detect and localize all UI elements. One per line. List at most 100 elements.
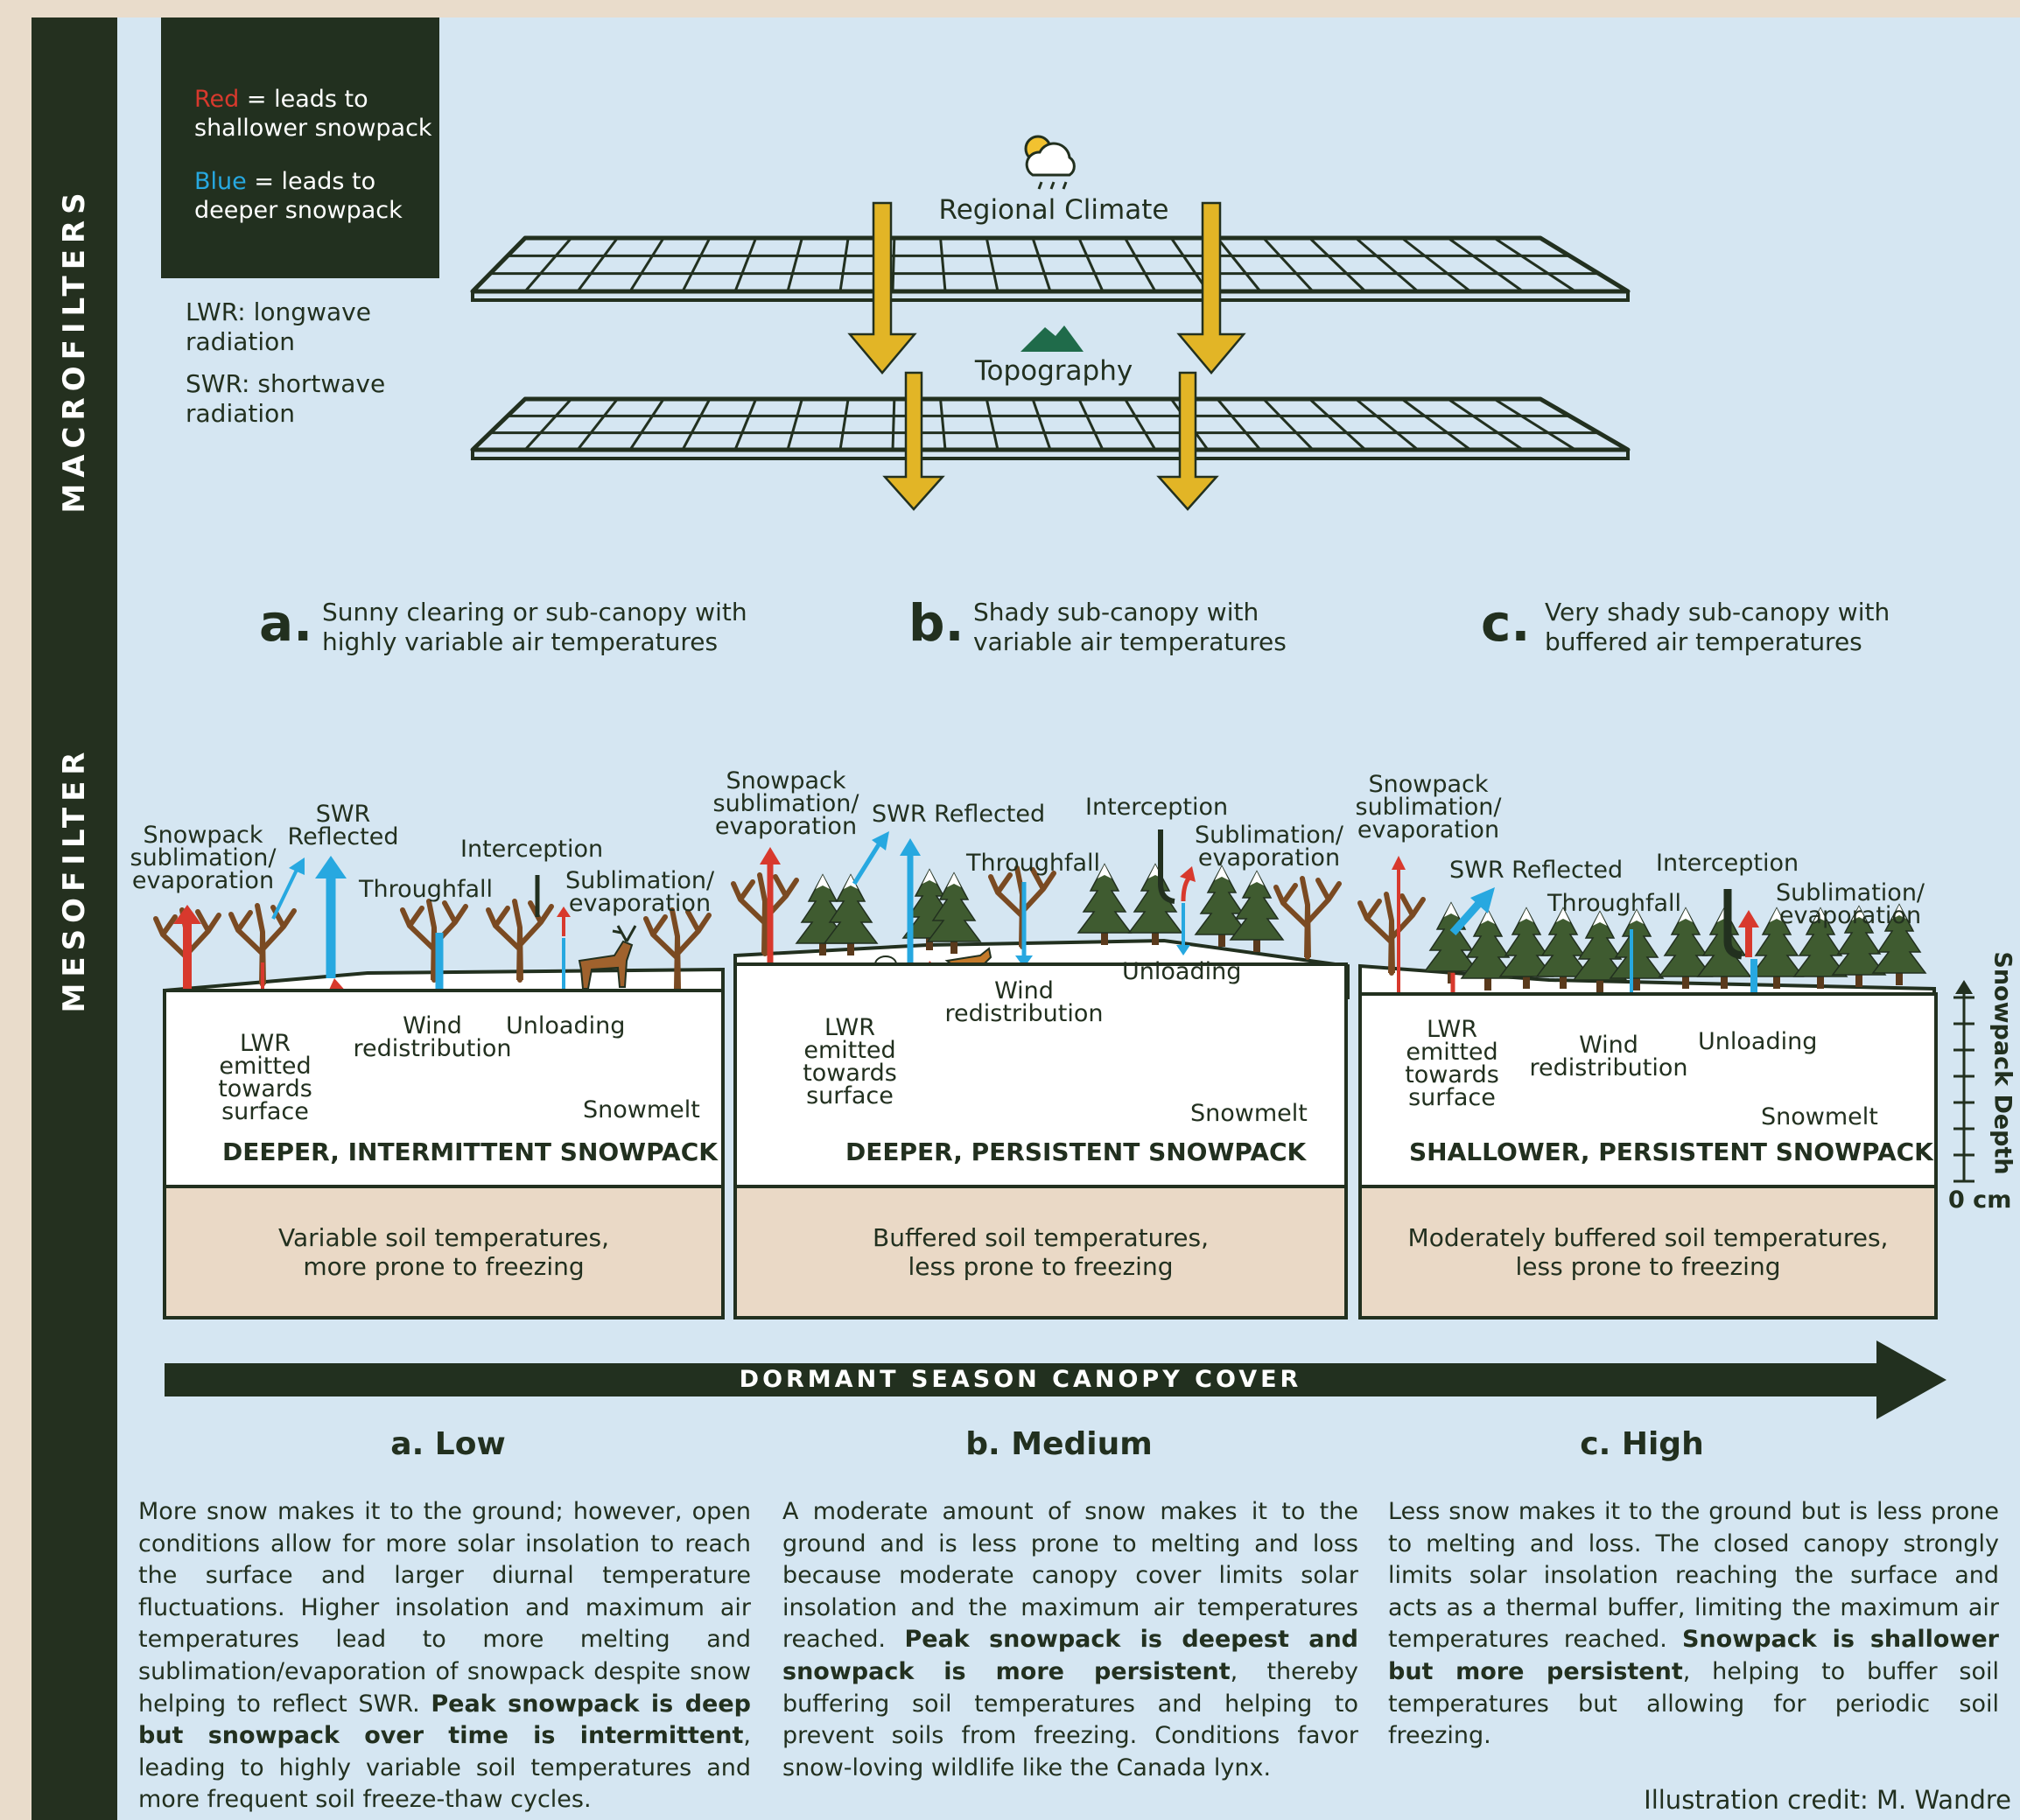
legend-blue-text-2: deeper snowpack (194, 197, 403, 224)
label-snowmelt-b: Snowmelt (1190, 1100, 1308, 1127)
soil-c-line-2: less prone to freezing (1515, 1252, 1781, 1281)
label-lwr-c-4: surface (1408, 1084, 1496, 1111)
canopy-sub-a-head (557, 906, 571, 917)
grid-lower-column-line (1077, 398, 1105, 451)
label-swr-a-1: SWR (315, 801, 371, 828)
grid-upper-column-line (576, 237, 619, 292)
label-lwr-b-4: surface (806, 1082, 894, 1110)
grid-lower-column-line (1124, 398, 1157, 451)
grid-upper-column-line (681, 237, 712, 292)
canopy-sub-b-head (1180, 866, 1196, 882)
regional-climate-label: Regional Climate (938, 194, 1169, 226)
illustration-credit: Illustration credit: M. Wandre (1644, 1785, 2011, 1815)
grid-upper-column-line (891, 237, 896, 292)
grid-lower-column-line (1493, 397, 1576, 452)
gold-arrow-climate-left (847, 201, 917, 374)
grid-upper-column-line (1400, 236, 1471, 293)
label-canopy-sub-b-2: evaporation (1197, 844, 1341, 872)
grid-upper-column-line (1262, 236, 1315, 293)
swr-reflected-arrow-b-thin (852, 840, 883, 886)
grid-lower-column-line (786, 398, 803, 451)
grid-lower-column-line (1216, 398, 1262, 451)
scenario-a-line-2: highly variable air temperatures (322, 627, 719, 656)
grid-upper-column-line (1308, 236, 1367, 293)
label-canopy-sublimation-b: Sublimation/evaporation (1192, 823, 1346, 872)
interception-stroke-c (1723, 889, 1743, 960)
depth-scale-arrowhead (1955, 980, 1973, 994)
label-lwr-c-2: emitted (1406, 1039, 1498, 1066)
grid-upper-column-line (985, 237, 999, 292)
grid-upper-column-line (1077, 237, 1105, 292)
sublimation-arrow-a-head (173, 905, 201, 924)
label-lwr-a-2: emitted (219, 1053, 312, 1080)
grid-lower-column-line (1355, 397, 1419, 452)
gold-arrow-topography-left (882, 371, 945, 511)
grid-lower-column-line (576, 398, 619, 451)
swr-arrow-c-head (1470, 887, 1495, 914)
description-c: Less snow makes it to the ground but is … (1388, 1496, 1999, 1753)
label-sublimation-b-2: sublimation/ (712, 790, 859, 817)
label-canopy-sub-a-2: evaporation (568, 890, 712, 917)
soil-box-a: Variable soil temperatures,more prone to… (163, 1185, 725, 1320)
label-swr-a-2: Reflected (287, 823, 399, 850)
label-canopy-sub-c-1: Sublimation/ (1775, 879, 1925, 906)
grid-upper-column-line (628, 237, 665, 292)
swr-definition: SWR: shortwave radiation (186, 369, 385, 429)
grid-upper-column-line (786, 237, 803, 292)
scenario-b-line-1: Shady sub-canopy with (973, 598, 1259, 626)
description-c-p1: Less snow makes it to the ground but is … (1388, 1498, 1999, 1654)
grid-upper-column-line (733, 237, 758, 292)
mountain-icon (1021, 326, 1084, 352)
legend-blue-word: Blue (194, 168, 247, 195)
label-canopy-sublimation-a: Sublimation/evaporation (565, 869, 714, 917)
scenario-c-line-2: buffered air temperatures (1545, 627, 1862, 656)
legend-red-text-1: = leads to (239, 86, 368, 113)
swr-arrow-b-head (900, 838, 921, 856)
category-heading-c: c. High (1580, 1426, 1704, 1462)
swr-reflected-arrow-a-thin (271, 867, 299, 920)
label-lwr-c-1: LWR (1426, 1016, 1478, 1043)
gold-arrow-topography-right (1156, 371, 1219, 511)
label-interception-c: Interception (1656, 850, 1799, 877)
scenario-c-letter: c. (1481, 593, 1531, 653)
grid-lower-column-line (939, 398, 947, 451)
topography-grid (470, 396, 1631, 460)
grid-lower-column-line (1262, 397, 1315, 452)
description-b-p2: , thereby buffering soil temperatures an… (782, 1657, 1358, 1782)
grid-lower-column-line (523, 397, 572, 452)
swr-reflected-arrow-c (1449, 899, 1484, 935)
scenario-b-letter: b. (908, 593, 964, 653)
topography-label: Topography (974, 355, 1133, 387)
snowpack-box-a (163, 989, 725, 1188)
category-heading-b: b. Medium (965, 1426, 1153, 1462)
label-snowmelt-a: Snowmelt (583, 1096, 700, 1124)
interception-stroke-b (1158, 830, 1175, 904)
grid-upper-column-line (523, 237, 572, 292)
sublimation-arrow-b-head (760, 847, 781, 864)
sublimation-arrow-c-head (1392, 856, 1406, 870)
regional-climate-grid (470, 235, 1631, 302)
soil-a-line-1: Variable soil temperatures, (278, 1223, 609, 1252)
label-swr-b: SWR Reflected (872, 801, 1046, 828)
category-heading-a: a. Low (390, 1426, 506, 1462)
sun-cloud-rain-icon (1024, 135, 1076, 190)
grid-lower-column-line (891, 398, 896, 451)
grid-lower-column-line (1447, 397, 1524, 452)
soil-box-c: Moderately buffered soil temperatures,le… (1358, 1185, 1938, 1320)
label-sublimation-c-1: Snowpack (1368, 771, 1489, 798)
snowpack-depth-scale (1953, 989, 1974, 1183)
scenario-a-letter: a. (259, 593, 313, 653)
soil-b-line-2: less prone to freezing (908, 1252, 1174, 1281)
label-swr-c: SWR Reflected (1449, 857, 1624, 884)
description-a-bold: Peak snowpack is deep but snowpack over … (138, 1690, 752, 1750)
grid-lower-column-line (1031, 398, 1052, 451)
label-throughfall-c: Throughfall (1547, 890, 1682, 917)
label-sublimation-b-1: Snowpack (726, 767, 846, 794)
label-lwr-a-1: LWR (239, 1030, 291, 1057)
